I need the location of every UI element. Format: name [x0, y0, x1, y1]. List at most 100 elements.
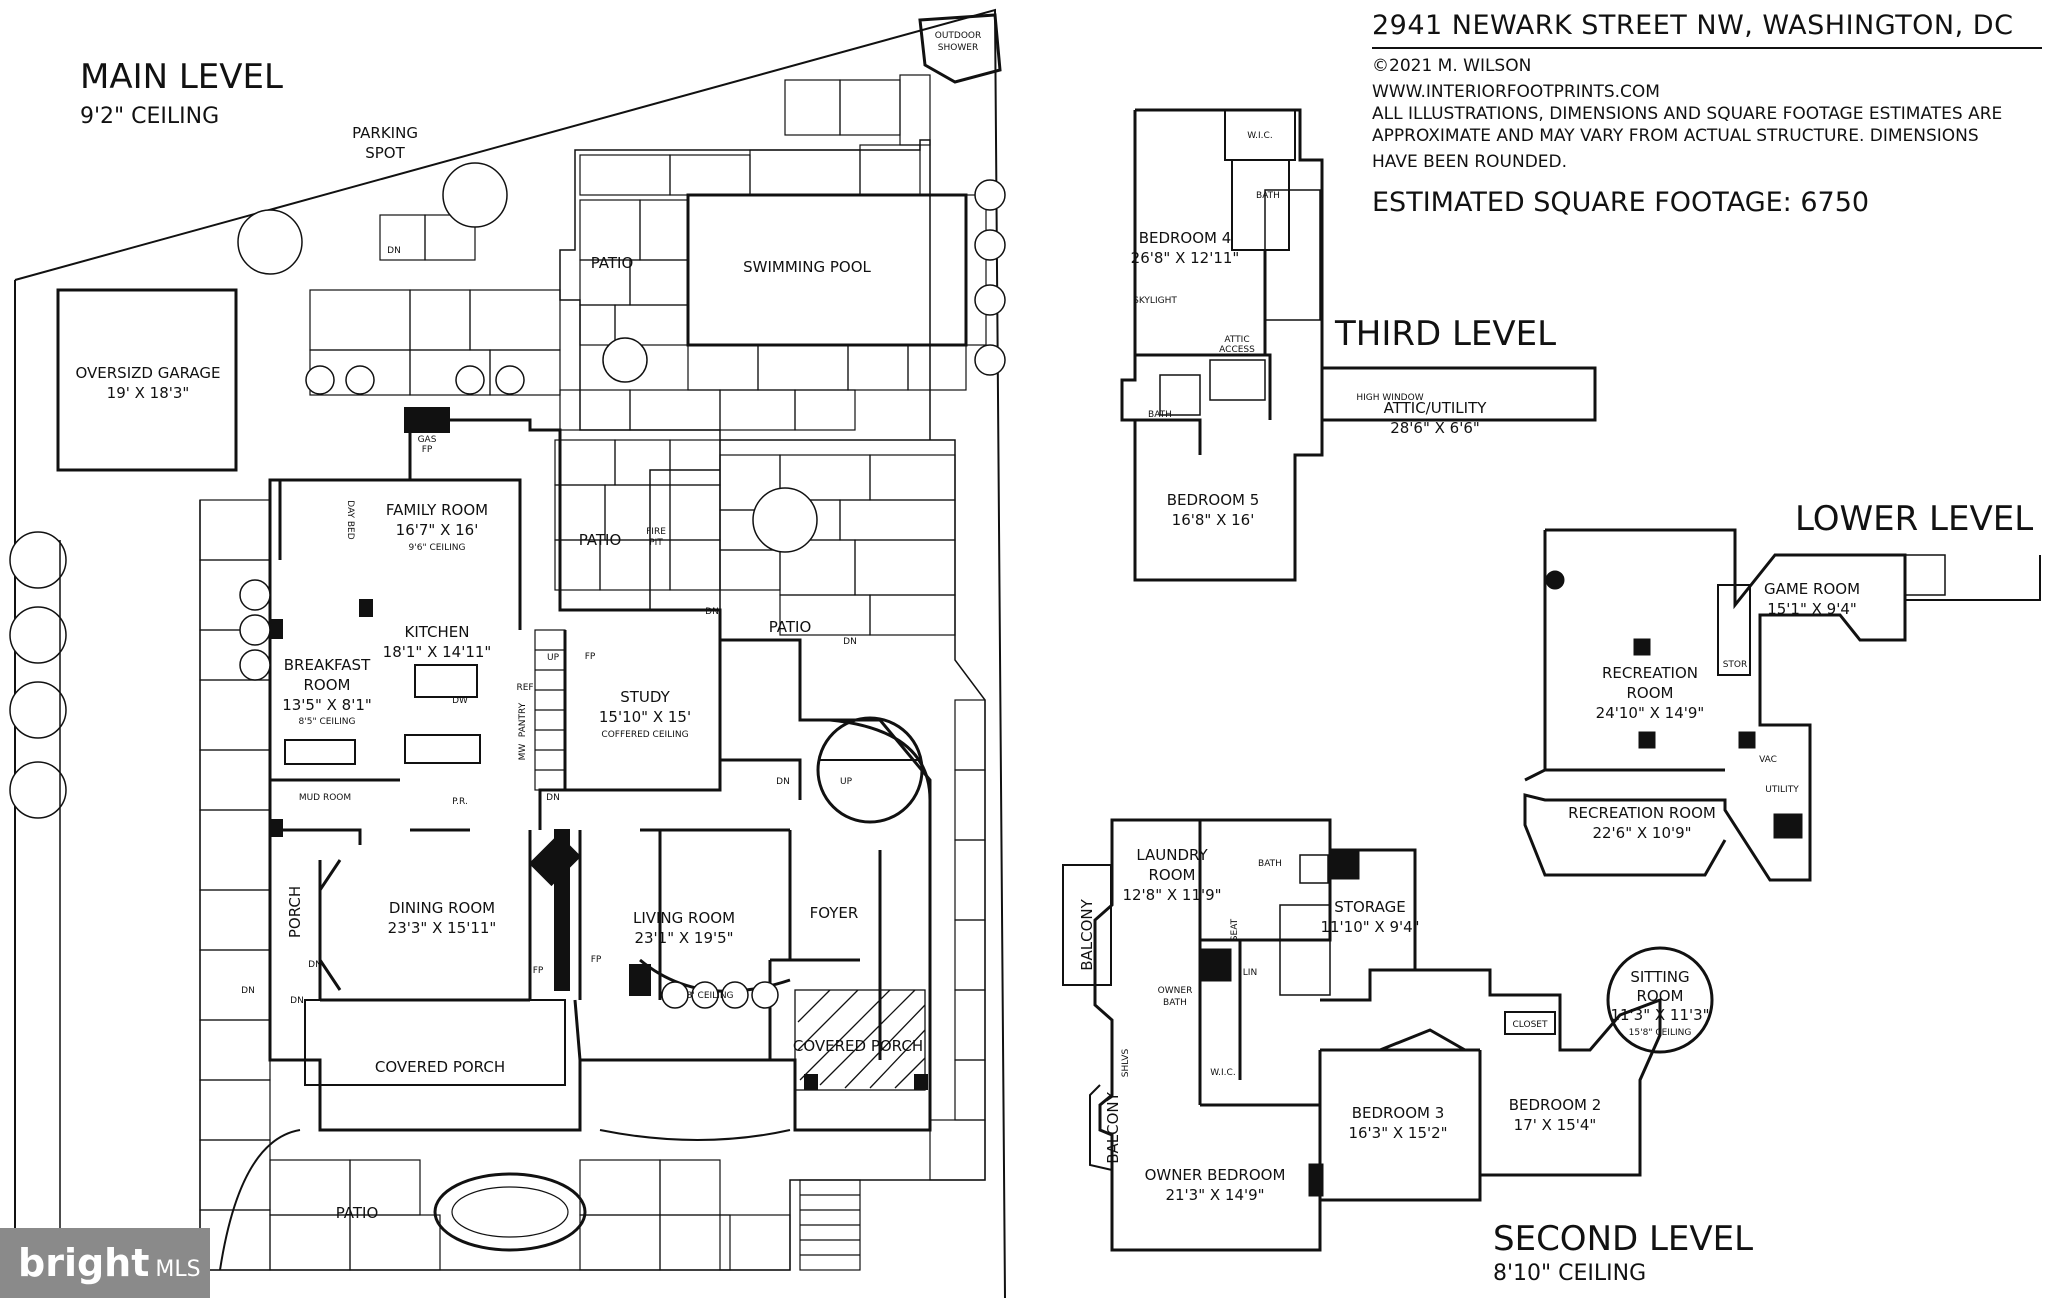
- third-level-plan: [1120, 108, 1597, 582]
- bedroom5-label: BEDROOM 5: [1167, 491, 1260, 509]
- fp-label-study: FP: [585, 652, 596, 662]
- lin-label: LIN: [1243, 968, 1257, 978]
- covered-porch-right-label: COVERED PORCH: [793, 1037, 923, 1055]
- main-level-ceiling: 9'2" CEILING: [80, 104, 219, 129]
- dining-room-dimensions: 23'3" X 15'11": [388, 919, 497, 937]
- third-wic-label: W.I.C.: [1247, 131, 1272, 141]
- covered-porch-left-label: COVERED PORCH: [375, 1058, 505, 1076]
- ref-label: REF: [516, 683, 533, 693]
- dining-room-label: DINING ROOM: [389, 899, 495, 917]
- watermark-suffix: MLS: [155, 1257, 201, 1282]
- dn-label-patio-right: DN: [705, 607, 719, 617]
- attic-access-label-2: ACCESS: [1219, 345, 1255, 355]
- balcony-top-label: BALCONY: [1078, 898, 1096, 970]
- mw-label: MW: [518, 744, 528, 761]
- gas-fp-label-2: FP: [422, 445, 433, 455]
- foyer-label: FOYER: [810, 904, 859, 922]
- seat-label: SEAT: [1230, 918, 1240, 941]
- main-level-site: [14, 8, 1006, 1298]
- outdoor-shower-label-2: SHOWER: [938, 43, 978, 53]
- pantry-label: PANTRY: [518, 702, 528, 737]
- mud-room-label: MUD ROOM: [299, 793, 351, 803]
- garage-dimensions: 19' X 18'3": [107, 384, 190, 402]
- owner-bath-label-2: BATH: [1163, 998, 1187, 1008]
- high-window-label: HIGH WINDOW: [1356, 393, 1423, 403]
- skylight-label: SKYLIGHT: [1133, 296, 1177, 306]
- up-label-foyer: UP: [840, 777, 853, 787]
- breakfast-dimensions: 13'5" X 8'1": [282, 696, 372, 714]
- parking-label-1: PARKING: [352, 124, 418, 142]
- laundry-dimensions: 12'8" X 11'9": [1122, 886, 1221, 904]
- main-level-title: MAIN LEVEL: [80, 57, 283, 97]
- attic-label: ATTIC/UTILITY: [1384, 399, 1488, 417]
- third-level-title: THIRD LEVEL: [1334, 314, 1556, 354]
- study-dimensions: 15'10" X 15': [599, 708, 691, 726]
- copyright-line: ©2021 M. WILSON: [1372, 56, 1532, 76]
- disclaimer-line-2: APPROXIMATE AND MAY VARY FROM ACTUAL STR…: [1372, 126, 1979, 146]
- website-line: WWW.INTERIORFOOTPRINTS.COM: [1372, 82, 1660, 102]
- main-level-labels: OUTDOOR SHOWER PARKING SPOT OVERSIZD GAR…: [75, 31, 981, 1222]
- pool-label: SWIMMING POOL: [743, 258, 871, 276]
- storage-dimensions: 11'10" X 9'4": [1320, 918, 1419, 936]
- laundry-label-1: LAUNDRY: [1136, 846, 1208, 864]
- disclaimer-line-3: HAVE BEEN ROUNDED.: [1372, 152, 1568, 172]
- attic-access-label-1: ATTIC: [1224, 335, 1249, 345]
- storage-label: STORAGE: [1334, 898, 1405, 916]
- fp-label-living: FP: [591, 955, 602, 965]
- property-address: 2941 NEWARK STREET NW, WASHINGTON, DC: [1372, 10, 2042, 49]
- sitting-dimensions: 11'3" X 11'3": [1610, 1006, 1709, 1024]
- rec-room-label-1: RECREATION: [1602, 664, 1698, 682]
- third-level-labels: W.I.C. BATH BEDROOM 4 26'8" X 12'11" SKY…: [1131, 131, 1488, 529]
- sitting-ceiling: 15'8" CEILING: [1629, 1028, 1692, 1038]
- stor-label: STOR: [1723, 660, 1748, 670]
- vac-label: VAC: [1759, 755, 1777, 765]
- parking-label-2: SPOT: [365, 144, 405, 162]
- family-room-dimensions: 16'7" X 16': [396, 521, 479, 539]
- patio-top-label: PATIO: [591, 254, 634, 272]
- closet-label: CLOSET: [1513, 1020, 1548, 1030]
- bedroom4-label: BEDROOM 4: [1139, 229, 1232, 247]
- porch-label: PORCH: [286, 886, 304, 938]
- breakfast-label-2: ROOM: [304, 676, 351, 694]
- plan-header: 2941 NEWARK STREET NW, WASHINGTON, DC ©2…: [1372, 10, 2042, 218]
- third-bath-top-label: BATH: [1256, 191, 1280, 201]
- square-footage: ESTIMATED SQUARE FOOTAGE: 6750: [1372, 187, 1870, 218]
- up-label-kitchen: UP: [547, 653, 560, 663]
- dn-label-patio-right-2: DN: [843, 637, 857, 647]
- breakfast-ceiling: 8'5" CEILING: [299, 717, 356, 727]
- second-level-plan: [1062, 818, 1714, 1252]
- second-wic-label: W.I.C.: [1210, 1068, 1235, 1078]
- landscaping-trees: [9, 162, 1006, 1009]
- balcony-bottom-label: BALCONY: [1104, 1091, 1122, 1163]
- living-room-dimensions: 23'1" X 19'5": [634, 929, 733, 947]
- second-level-labels: LAUNDRY ROOM 12'8" X 11'9" BATH STORAGE …: [1078, 846, 1710, 1204]
- family-room-label: FAMILY ROOM: [386, 501, 488, 519]
- bedroom3-label: BEDROOM 3: [1352, 1104, 1445, 1122]
- dn-label-parking: DN: [387, 246, 401, 256]
- lower-level-plan: [1523, 528, 2041, 882]
- patio-bottom-label: PATIO: [336, 1204, 379, 1222]
- bedroom2-dimensions: 17' X 15'4": [1514, 1116, 1597, 1134]
- fp-label-dining: FP: [533, 966, 544, 976]
- fire-pit-label-1: FIRE: [646, 527, 666, 537]
- second-level-ceiling: 8'10" CEILING: [1493, 1261, 1646, 1286]
- patio-right-label: PATIO: [769, 618, 812, 636]
- attic-dimensions: 28'6" X 6'6": [1390, 419, 1480, 437]
- bedroom2-label: BEDROOM 2: [1509, 1096, 1602, 1114]
- outdoor-shower-label-1: OUTDOOR: [935, 31, 982, 41]
- second-bath-label: BATH: [1258, 859, 1282, 869]
- rec-room-label-2: ROOM: [1627, 684, 1674, 702]
- game-room-dimensions: 15'1" X 9'4": [1767, 600, 1857, 618]
- rec-room-dimensions: 24'10" X 14'9": [1596, 704, 1705, 722]
- kitchen-dimensions: 18'1" X 14'11": [383, 643, 492, 661]
- day-bed-label: DAY BED: [345, 500, 355, 539]
- shlvs-label: SHLVS: [1121, 1049, 1131, 1078]
- fire-pit-label-2: PIT: [649, 538, 663, 548]
- lower-level-title: LOWER LEVEL: [1795, 499, 2033, 539]
- laundry-label-2: ROOM: [1149, 866, 1196, 884]
- second-level-title: SECOND LEVEL: [1493, 1219, 1753, 1259]
- patio-mid-label: PATIO: [579, 531, 622, 549]
- owner-bedroom-label: OWNER BEDROOM: [1145, 1166, 1286, 1184]
- sitting-label-2: ROOM: [1637, 987, 1684, 1005]
- study-label: STUDY: [620, 688, 670, 706]
